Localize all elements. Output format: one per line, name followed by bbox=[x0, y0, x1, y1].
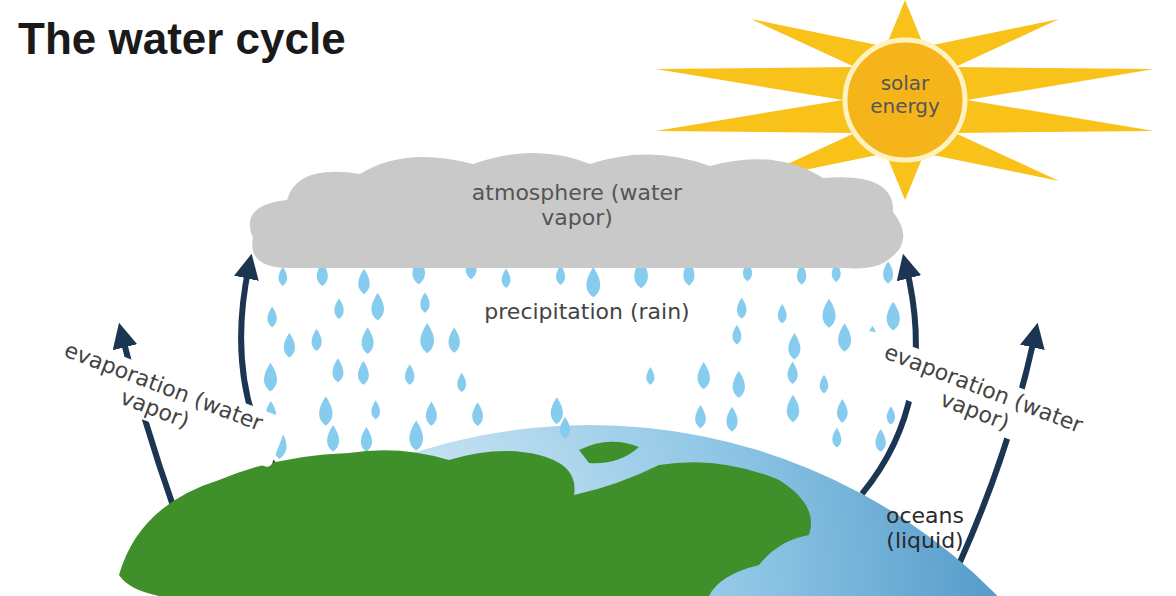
rain-drop bbox=[733, 371, 745, 398]
rain-drop bbox=[646, 367, 654, 385]
rain-drop bbox=[778, 304, 787, 323]
rain-drop bbox=[319, 396, 332, 425]
rain-drop bbox=[278, 267, 287, 286]
ocean-label: oceans (liquid) bbox=[865, 503, 985, 554]
rain-drop bbox=[426, 402, 437, 426]
rain-drop bbox=[822, 299, 835, 328]
rain-drop bbox=[371, 293, 384, 321]
rain-drop bbox=[362, 327, 374, 354]
sun-label: solar energy bbox=[855, 72, 955, 118]
rain-drop bbox=[472, 402, 483, 426]
rain-drop bbox=[887, 302, 900, 331]
continent bbox=[119, 450, 811, 596]
rain-drop bbox=[875, 429, 885, 452]
rain-drop bbox=[361, 427, 372, 452]
cloud-outline bbox=[250, 153, 903, 268]
rain-drop bbox=[405, 364, 414, 385]
rain-drop bbox=[358, 361, 369, 385]
rain-drop bbox=[409, 420, 423, 450]
rain-drop bbox=[732, 325, 741, 345]
rain-drop bbox=[586, 267, 600, 297]
rain-drop bbox=[787, 395, 800, 423]
rain-drop bbox=[312, 329, 322, 351]
rain-drop bbox=[695, 405, 706, 428]
rain-drop bbox=[698, 362, 710, 389]
title: The water cycle bbox=[18, 14, 346, 64]
rain-drop bbox=[883, 261, 893, 283]
rain-drop bbox=[502, 269, 511, 289]
rain-drop bbox=[788, 333, 800, 359]
rain-drop bbox=[358, 269, 370, 294]
rain-drop bbox=[838, 323, 851, 352]
rain-drop bbox=[371, 400, 380, 419]
rain-drop bbox=[737, 297, 747, 318]
rain-drop bbox=[327, 425, 339, 452]
rain-drop bbox=[820, 375, 829, 394]
rain-drop bbox=[264, 363, 277, 392]
rain-drop bbox=[448, 328, 460, 353]
rain-drop bbox=[420, 292, 429, 312]
rain-drop bbox=[332, 358, 343, 382]
rain-drop bbox=[726, 407, 737, 432]
rain-drop bbox=[267, 306, 276, 327]
cloud-label: atmosphere (water vapor) bbox=[467, 180, 687, 231]
rain-drop bbox=[457, 373, 466, 392]
cloud-node: atmosphere (water vapor) bbox=[245, 150, 910, 270]
sun-disc bbox=[845, 40, 965, 160]
earth-node: oceans (liquid) bbox=[19, 425, 1161, 596]
rain-drop bbox=[560, 417, 570, 439]
island bbox=[579, 442, 639, 464]
rain-drop bbox=[284, 333, 295, 358]
earth-shape bbox=[19, 425, 1161, 596]
rain-drop bbox=[420, 323, 434, 353]
rain-drop bbox=[788, 362, 798, 384]
rain-drop bbox=[887, 406, 895, 424]
rain-drop bbox=[551, 397, 563, 424]
rain-drop bbox=[837, 399, 848, 423]
globe bbox=[19, 425, 1161, 596]
precipitation-label: precipitation (rain) bbox=[472, 300, 702, 324]
rain-drop bbox=[334, 298, 343, 319]
rain-drop bbox=[832, 428, 841, 448]
